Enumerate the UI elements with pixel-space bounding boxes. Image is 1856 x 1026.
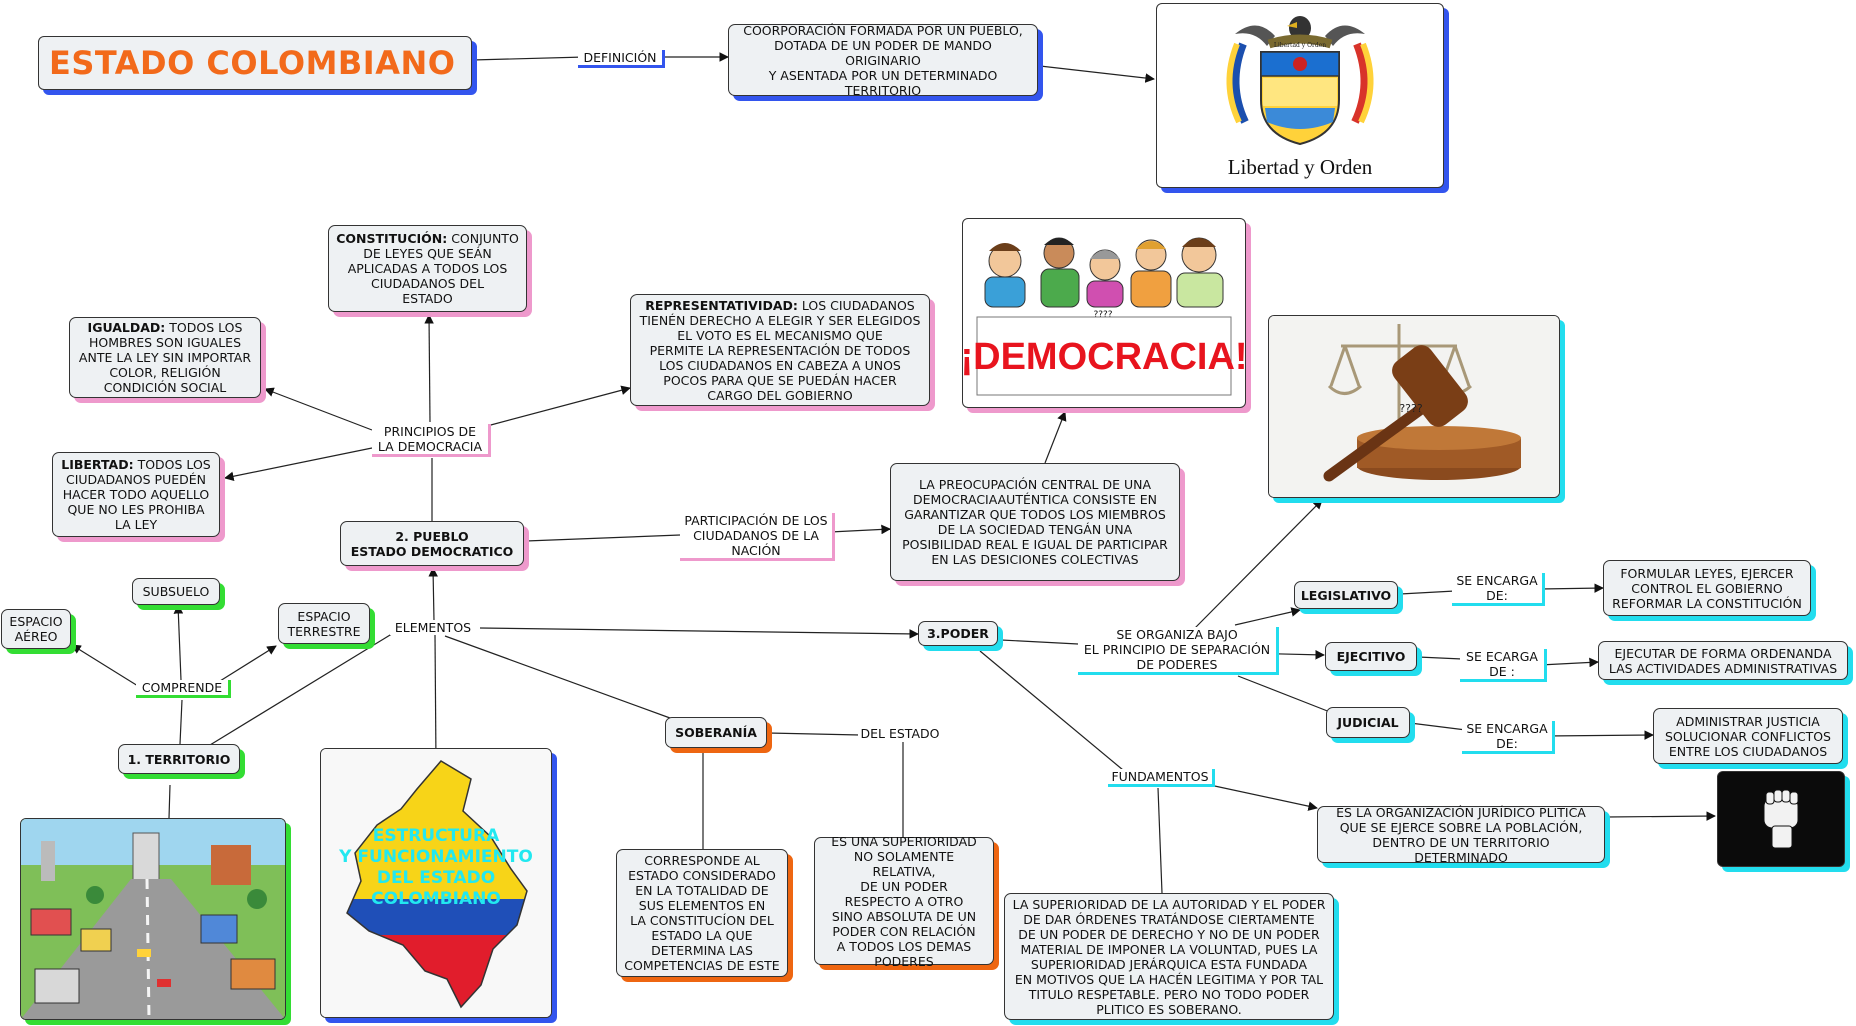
judicial-node[interactable]: JUDICIAL — [1326, 707, 1410, 738]
fist-image[interactable] — [1717, 771, 1845, 867]
link-comprende: COMPRENDE — [136, 680, 231, 698]
constitucion-text: CONJUNTO DE LEYES QUE SEÁN APLICADAS A T… — [347, 231, 519, 306]
representatividad-text: LOS CIUDADANOS TIENÉN DERECHO A ELEGIR Y… — [639, 297, 921, 403]
libertad-text: TODOS LOS CIUDADANOS PUEDÉN HACER TODO A… — [62, 457, 211, 532]
constitucion-term: CONSTITUCIÓN: — [336, 231, 448, 246]
link-del-estado: DEL ESTADO — [858, 726, 942, 741]
igualdad-text: TODOS LOS HOMBRES SON IGUALES ANTE LA LE… — [78, 320, 252, 395]
colombia-map-image[interactable]: ESTRUCTURA Y FUNCIONAMIENTO DEL ESTADO C… — [320, 748, 552, 1018]
constitucion-node[interactable]: CONSTITUCIÓN: CONJUNTO DE LEYES QUE SEÁN… — [328, 225, 527, 312]
definicion-node[interactable]: COORPORACIÓN FORMADA POR UN PUEBLO, DOTA… — [728, 23, 1038, 98]
condor-icon — [1235, 16, 1365, 46]
map-title-line-2: Y FUNCIONAMIENTO — [338, 847, 533, 867]
link-fundamentos: FUNDAMENTOS — [1108, 769, 1215, 787]
link-separacion: SE ORGANIZA BAJO EL PRINCIPIO DE SEPARAC… — [1078, 627, 1279, 675]
link-definicion: DEFINICIÓN — [578, 50, 665, 68]
map-title-line-4: COLOMBIANO — [371, 889, 501, 909]
link-encarga-judicial: SE ENCARGA DE: — [1462, 721, 1555, 754]
judicial-funcion-node[interactable]: ADMINISTRAR JUSTICIA SOLUCIONAR CONFLICT… — [1653, 708, 1843, 764]
ejecutivo-node[interactable]: EJECITIVO — [1325, 642, 1417, 671]
organizacion-node[interactable]: ES LA ORGANIZACIÓN JURÍDICO PLITICA QUE … — [1317, 805, 1605, 865]
poder-node[interactable]: 3.PODER — [918, 621, 998, 646]
libertad-term: LIBERTAD: — [61, 457, 134, 472]
link-encarga-ejecutivo: SE ECARGA DE : — [1460, 649, 1547, 682]
link-principios: PRINCIPIOS DE LA DEMOCRACIA — [372, 424, 491, 457]
espacio-aereo-node[interactable]: ESPACIO AÉREO — [1, 609, 71, 649]
espacio-terrestre-node[interactable]: ESPACIO TERRESTRE — [278, 603, 370, 644]
democracia-image[interactable]: ???? ¡DEMOCRACIA! — [962, 218, 1246, 408]
link-participacion: PARTICIPACIÓN DE LOS CIUDADANOS DE LA NA… — [680, 513, 835, 561]
map-title-line-1: ESTRUCTURA — [373, 826, 500, 846]
main-title-node[interactable]: ESTADO COLOMBIANO — [38, 36, 472, 90]
igualdad-term: IGUALDAD: — [87, 320, 166, 335]
democracia-sign: ¡DEMOCRACIA! — [963, 336, 1245, 378]
pueblo-node[interactable]: 2. PUEBLO ESTADO DEMOCRATICO — [340, 521, 524, 566]
legislativo-node[interactable]: LEGISLATIVO — [1294, 581, 1398, 609]
corresponde-node[interactable]: CORRESPONDE AL ESTADO CONSIDERADO EN LA … — [616, 849, 788, 977]
coat-motto: Libertad y Orden — [1228, 155, 1373, 179]
legislativo-funcion-node[interactable]: FORMULAR LEYES, EJERCER CONTROL EL GOBIE… — [1603, 560, 1811, 616]
igualdad-node[interactable]: IGUALDAD: TODOS LOS HOMBRES SON IGUALES … — [69, 317, 261, 398]
preocupacion-node[interactable]: LA PREOCUPACIÓN CENTRAL DE UNA DEMOCRACI… — [890, 463, 1180, 581]
coat-of-arms-image[interactable]: Libertad y Orden Libertad y Orden — [1156, 3, 1444, 188]
representatividad-node[interactable]: REPRESENTATIVIDAD: LOS CIUDADANOS TIENÉN… — [630, 294, 930, 406]
main-title: ESTADO COLOMBIANO — [49, 44, 456, 82]
gavel-icon — [1323, 345, 1521, 482]
map-title-line-3: DEL ESTADO — [377, 868, 495, 888]
city-image[interactable] — [20, 818, 286, 1020]
superioridad-relativa-node[interactable]: ES UNA SUPERIORIDAD NO SOLAMENTE RELATIV… — [814, 834, 994, 969]
ejecutivo-funcion-node[interactable]: EJECUTAR DE FORMA ORDENANDA LAS ACTIVIDA… — [1598, 641, 1848, 680]
representatividad-term: REPRESENTATIVIDAD: — [645, 297, 798, 313]
soberania-node[interactable]: SOBERANÍA — [665, 717, 767, 748]
fist-icon — [1763, 789, 1799, 849]
people-question-marks: ???? — [1093, 310, 1112, 320]
subsuelo-node[interactable]: SUBSUELO — [132, 578, 220, 605]
libertad-node[interactable]: LIBERTAD: TODOS LOS CIUDADANOS PUEDÉN HA… — [52, 452, 220, 537]
gavel-image[interactable]: ???? — [1268, 315, 1560, 498]
people-icon — [984, 237, 1224, 308]
superioridad-autoridad-node[interactable]: LA SUPERIORIDAD DE LA AUTORIDAD Y EL POD… — [1004, 893, 1334, 1020]
coat-ribbon-text: Libertad y Orden — [1274, 42, 1326, 49]
link-encarga-legislativo: SE ENCARGA DE: — [1452, 573, 1545, 606]
link-elementos: ELEMENTOS — [390, 620, 476, 635]
territorio-node[interactable]: 1. TERRITORIO — [118, 744, 240, 774]
gavel-question-marks: ???? — [1399, 402, 1423, 415]
